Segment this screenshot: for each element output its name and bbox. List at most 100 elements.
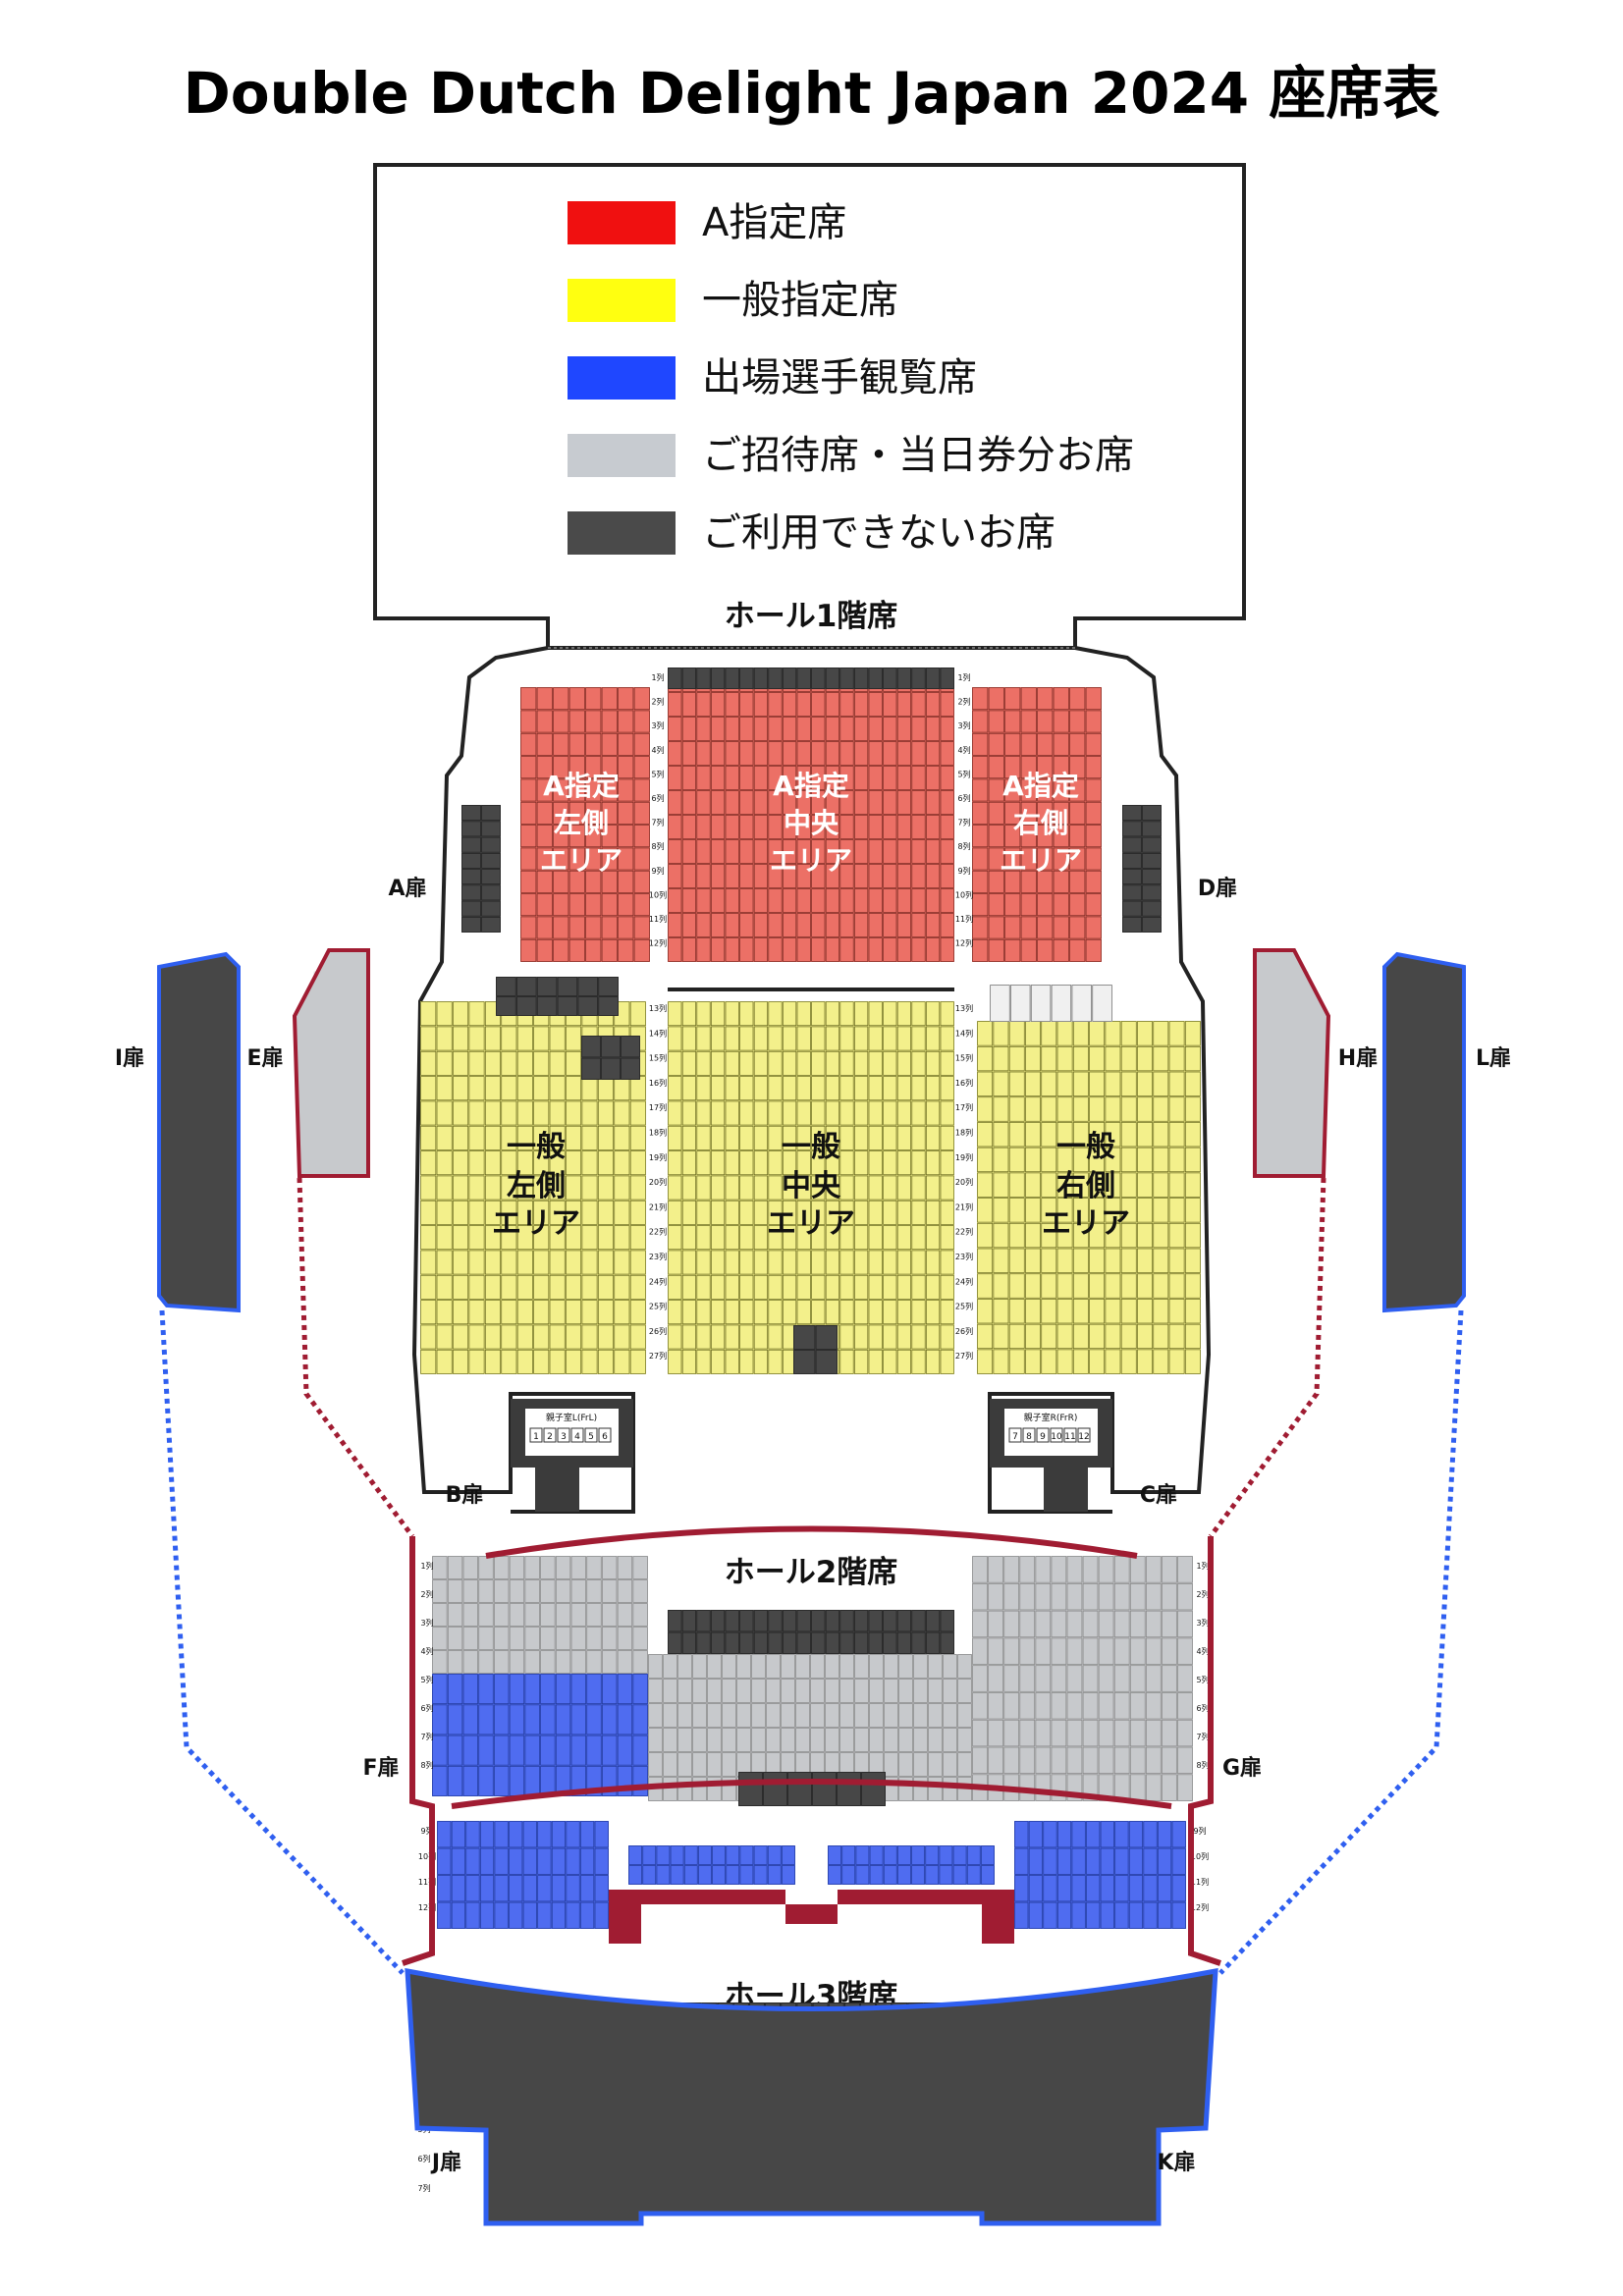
floor1-walls (411, 646, 1212, 1514)
area-a-left-l1: A指定 (543, 770, 620, 802)
f2-low-cr-bg (828, 1845, 995, 1885)
f2-low-cr (828, 1845, 995, 1885)
row-label: 8列 (420, 1760, 433, 1770)
unavail-right-small (1122, 805, 1162, 933)
f2-red-wall (609, 1890, 1014, 1944)
area-gen-left-l2: 左側 (507, 1169, 566, 1203)
row-label: 13列 (649, 1003, 667, 1013)
row-label: 3列 (957, 721, 970, 730)
row-label: 15列 (955, 1053, 973, 1063)
area-labels: A指定 左側 エリア A指定 中央 エリア A指定 右側 エリア 一般 左側 エ… (492, 770, 1130, 1241)
unavail-left-small (461, 805, 501, 933)
row-label: 2列 (1196, 1589, 1209, 1599)
row-label: 6列 (420, 1703, 433, 1713)
door-e-label: E扉 (246, 1045, 283, 1071)
f2-left-athletes (432, 1674, 648, 1796)
page-title: Double Dutch Delight Japan 2024 座席表 (183, 60, 1440, 127)
row-label: 8列 (957, 841, 970, 851)
f2-right-invited (972, 1556, 1193, 1801)
row-label: 5列 (957, 769, 970, 778)
row-label: 6列 (1196, 1703, 1209, 1713)
gen-right-block (977, 1021, 1201, 1374)
door-f-label: F扉 (362, 1755, 399, 1781)
row-label: 5列 (651, 769, 664, 778)
row-label: 22列 (649, 1227, 667, 1237)
box-seat: 12 (1078, 1432, 1089, 1442)
row-label: 1列 (957, 672, 970, 682)
f2-center-dark-bg (668, 1610, 954, 1654)
row-label: 11列 (1191, 1877, 1209, 1887)
row-label: 8列 (651, 841, 664, 851)
row-label: 4列 (651, 745, 664, 755)
row-label: 24列 (955, 1276, 973, 1286)
row-label: 7列 (957, 818, 970, 828)
f2-low-cl (628, 1845, 795, 1885)
row-label: 7列 (420, 1732, 433, 1741)
legend-label-2: 出場選手観覧席 (702, 355, 977, 400)
unavail-left-small-bg (461, 805, 501, 933)
unavail-right-small-bg (1122, 805, 1162, 933)
box-seat: 9 (1040, 1432, 1046, 1442)
door-a-label: A扉 (388, 876, 426, 901)
row-label: 6列 (417, 2154, 430, 2163)
row-label: 25列 (649, 1302, 667, 1311)
row-label: 3列 (420, 1618, 433, 1628)
row-label: 13列 (955, 1003, 973, 1013)
row-label: 1列 (420, 1561, 433, 1571)
unavail-gen-left (581, 1036, 640, 1080)
row-label: 26列 (955, 1326, 973, 1336)
f2-low-right-bg (1014, 1821, 1186, 1929)
door-c-label: C扉 (1140, 1482, 1177, 1508)
row-label: 4列 (957, 745, 970, 755)
row-label: 15列 (649, 1053, 667, 1063)
area-a-center-l3: エリア (770, 844, 852, 877)
area-gen-center-l2: 中央 (782, 1169, 841, 1203)
area-a-center-l2: 中央 (784, 807, 839, 839)
wheelchair-left (496, 977, 619, 1016)
row-label: 9列 (957, 866, 970, 876)
row-label: 27列 (649, 1351, 667, 1361)
f2-low-left (437, 1821, 609, 1929)
box-seat: 3 (561, 1432, 567, 1442)
row-label: 26列 (649, 1326, 667, 1336)
row-label: 3列 (651, 721, 664, 730)
row-label: 5列 (1196, 1675, 1209, 1684)
row-label: 11列 (955, 914, 973, 924)
row-label: 14列 (955, 1028, 973, 1038)
row-label: 7列 (417, 2183, 430, 2193)
row-label: 7列 (651, 818, 664, 828)
box-seat: 2 (547, 1432, 553, 1442)
gen-center-block-bg (668, 1001, 954, 1374)
row-label: 1列 (1196, 1561, 1209, 1571)
area-a-right-l3: エリア (1000, 844, 1082, 877)
row-label: 2列 (957, 697, 970, 707)
a-center-block-bg (668, 667, 954, 962)
floor3-walls (405, 1967, 1218, 2226)
f2-left-athletes-bg (432, 1674, 648, 1796)
door-i-label: I扉 (115, 1045, 144, 1071)
box-seat: 7 (1012, 1432, 1018, 1442)
row-label: 6列 (957, 793, 970, 803)
area-a-right-l2: 右側 (1013, 807, 1068, 839)
row-label: 9列 (1193, 1826, 1206, 1836)
row-label: 27列 (955, 1351, 973, 1361)
f2-left-invited (432, 1556, 648, 1674)
row-label: 8列 (1196, 1760, 1209, 1770)
f2-left-invited-bg (432, 1556, 648, 1674)
row-label: 18列 (649, 1128, 667, 1138)
row-label: 12列 (1191, 1902, 1209, 1912)
area-gen-right-l1: 一般 (1056, 1130, 1115, 1164)
row-label: 11列 (649, 914, 667, 924)
legend-swatch-4 (568, 511, 676, 555)
f2-center-dark (668, 1610, 954, 1654)
row-label: 22列 (955, 1227, 973, 1237)
hall-label-floor1: ホール1階席 (725, 599, 898, 634)
area-a-right-l1: A指定 (1002, 770, 1079, 802)
hall-label-floor2: ホール2階席 (725, 1555, 898, 1590)
box-seat: 6 (602, 1432, 608, 1442)
a-left-block-bg (520, 687, 650, 962)
